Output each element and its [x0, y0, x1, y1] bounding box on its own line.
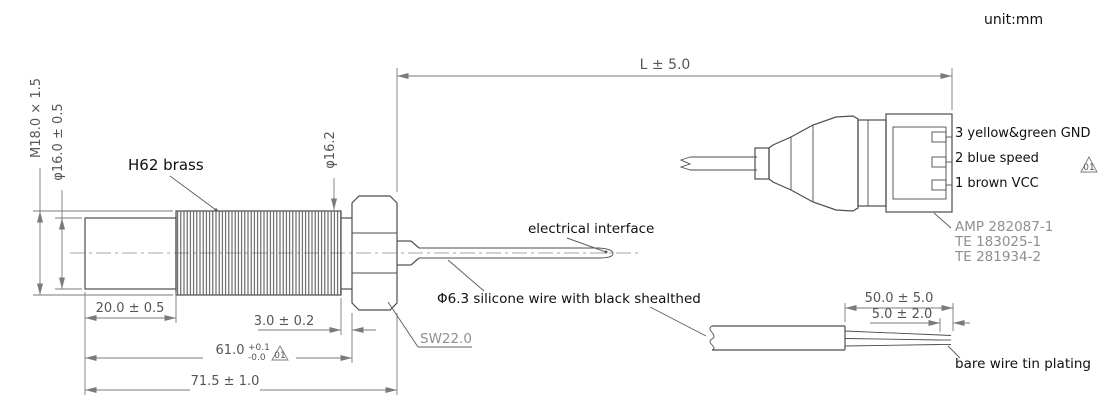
neck-length-label: 3.0 ± 0.2: [254, 314, 315, 329]
connector-pin-labels: 3 yellow&green GND 2 blue speed 1 brown …: [955, 126, 1091, 191]
rev-flag-thread-label: 01: [274, 351, 285, 361]
rev-flag-connector: 01: [1080, 156, 1098, 173]
dimension-strip-length: 50.0 ± 5.0: [844, 291, 954, 331]
dimension-thread-od: φ16.2: [323, 131, 338, 210]
connector-drawing: [679, 113, 953, 213]
dimension-bare-length: 5.0 ± 2.0: [870, 307, 970, 332]
cable-length-label: L ± 5.0: [640, 57, 691, 73]
rev-flag-connector-label: 01: [1083, 163, 1094, 173]
total-length-label: 71.5 ± 1.0: [191, 374, 260, 389]
thread-size-label: M18.0 × 1.5: [29, 78, 44, 158]
bare-length-label: 5.0 ± 2.0: [872, 307, 933, 322]
material-label: H62 brass: [128, 156, 204, 174]
thread-od-label: φ16.2: [323, 131, 338, 169]
dimensions-bottom-extensions: [84, 292, 398, 395]
connector-shell: [857, 119, 887, 207]
dimension-cable-length: L ± 5.0: [396, 57, 953, 192]
rev-flag-thread: 01: [271, 345, 289, 361]
thread-length-tol-plus: +0.1: [248, 343, 270, 353]
label-material: H62 brass: [128, 156, 218, 212]
body-diameter-label: φ16.0 ± 0.5: [51, 103, 66, 180]
dimension-body-length: 20.0 ± 0.5: [85, 301, 176, 321]
label-hex: SW22.0: [387, 301, 472, 348]
body-length-label: 20.0 ± 0.5: [96, 301, 165, 316]
label-electrical-interface: electrical interface: [528, 221, 654, 254]
pin-3-label: 3 yellow&green GND: [955, 126, 1091, 141]
part-number-3: TE 281934-2: [954, 249, 1041, 265]
pin-1: [931, 179, 947, 191]
thread-length-label: 61.0: [216, 343, 245, 358]
dimension-neck-length: 3.0 ± 0.2: [254, 314, 376, 333]
thread-neck: [341, 217, 352, 290]
thread-length-tol-minus: -0.0: [248, 353, 266, 363]
pin-2: [931, 156, 947, 168]
connector-cable: [679, 156, 757, 171]
thread-hatch: [175, 210, 342, 296]
sensor-wire: [419, 247, 614, 259]
unit-label: unit:mm: [984, 12, 1043, 28]
pin-2-label: 2 blue speed: [955, 151, 1039, 166]
thread-section: [175, 210, 342, 296]
cable-end-drawing: [709, 325, 952, 351]
electrical-interface-label: electrical interface: [528, 221, 654, 237]
part-number-2: TE 183025-1: [954, 234, 1041, 250]
cable-gland: [397, 240, 420, 266]
label-wire-note: Φ6.3 silicone wire with black shealthed: [437, 259, 707, 337]
leader-dot: [214, 208, 218, 212]
pin-3: [931, 131, 947, 143]
strip-length-label: 50.0 ± 5.0: [865, 291, 934, 306]
hex-width-label: SW22.0: [420, 331, 472, 347]
connector-boot: [754, 115, 859, 212]
dimension-total-length: 71.5 ± 1.0: [85, 374, 397, 393]
dimension-thread-length: 61.0 +0.1 -0.0 01: [85, 343, 352, 363]
dimension-thread: M18.0 × 1.5: [29, 78, 173, 296]
wire-note-label: Φ6.3 silicone wire with black shealthed: [437, 291, 701, 307]
connector-part-numbers: AMP 282087-1 TE 183025-1 TE 281934-2: [933, 212, 1053, 265]
connector-coupling: [885, 113, 953, 213]
leader-dot: [604, 250, 608, 254]
dimension-body-diameter: φ16.0 ± 0.5: [51, 103, 82, 290]
pin-1-label: 1 brown VCC: [955, 176, 1039, 191]
hex-nut: [351, 195, 398, 311]
part-number-1: AMP 282087-1: [955, 219, 1053, 235]
sensor-body: [84, 217, 177, 290]
stripped-wires: [844, 330, 952, 347]
bare-wire-label: bare wire tin plating: [955, 356, 1091, 372]
label-bare-wire: bare wire tin plating: [947, 345, 1091, 372]
